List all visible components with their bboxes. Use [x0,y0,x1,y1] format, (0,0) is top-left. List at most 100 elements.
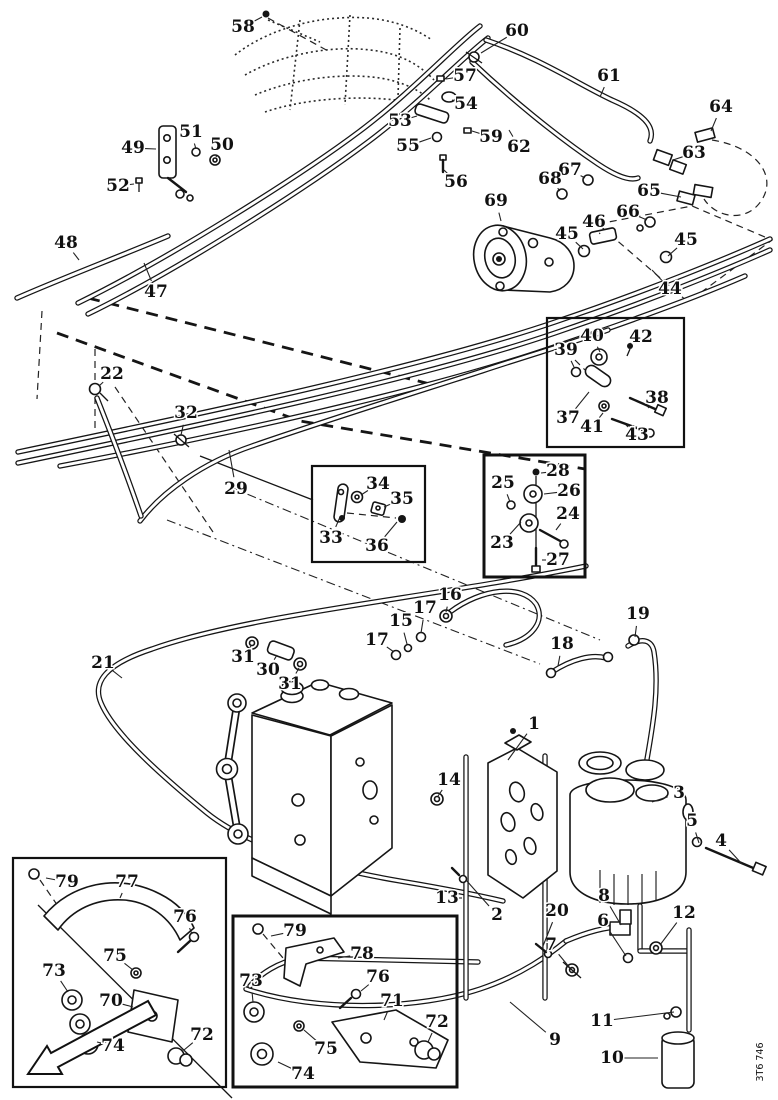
leader-line-38 [647,406,650,409]
callout-40: 40 [580,326,604,346]
link-54 [441,91,457,103]
elbow-8-stub [619,909,632,925]
bolt-76a [188,931,200,943]
leader-line-78 [337,955,351,959]
tube-46 [588,227,618,245]
leader-line-9 [509,1001,547,1033]
leader-line-17 [420,619,424,634]
leader-line-72 [183,1042,194,1051]
leader-line-52 [129,183,135,186]
leader-line-36 [384,521,398,538]
fittings [88,10,767,876]
elbow-18b [602,651,614,663]
nut-45a [577,244,591,258]
bracket-78 [283,937,345,987]
callout-38: 38 [645,388,669,408]
callout-22: 22 [100,364,124,384]
leader-line-20 [542,921,554,947]
leader-line-31 [295,667,300,674]
elbow-22 [88,382,102,396]
nut-68 [556,188,568,200]
callout-74: 74 [291,1064,315,1084]
nut-17b [390,649,402,661]
bolt-28 [532,468,540,476]
leader-line-73 [60,980,69,993]
callout-72: 72 [190,1025,214,1045]
callout-53: 53 [388,111,412,131]
callout-76: 76 [173,907,197,927]
leader-line-39 [570,360,575,368]
callout-66: 66 [616,202,640,222]
callout-73: 73 [42,961,66,981]
leader-line-77 [119,892,123,899]
valve-assembly-left [215,679,393,915]
bolt-43 [610,417,650,434]
leader-line-63 [672,156,683,161]
callout-78: 78 [350,944,374,964]
callout-36: 36 [365,536,389,556]
callout-71: 71 [380,991,404,1011]
leader-line-65 [660,192,682,198]
leader-line-22 [98,381,104,387]
bolt-4 [704,846,760,872]
figure-code: 3T6 746 [755,1042,766,1081]
leader-line-74 [96,1041,102,1044]
callout-17: 17 [365,630,389,650]
callout-6: 6 [597,911,609,931]
leader-line-21 [112,670,123,679]
leader-line-75 [303,1029,318,1042]
washer-39 [570,366,582,378]
bracket-37 [584,364,612,388]
leader-line-33 [335,516,341,528]
leader-line-45 [667,247,678,257]
mounting-bracket-1 [487,728,558,899]
leader-line-72 [427,1032,433,1043]
callout-47: 47 [144,282,168,302]
leader-line-69 [498,212,502,222]
strap-77 [43,882,195,941]
bolt-52 [135,177,143,184]
inset-box-b [545,316,686,449]
hose-64-end-b [692,183,714,199]
pump-69 [472,224,575,293]
callout-11: 11 [590,1011,614,1031]
hose-64-end-a [694,127,716,143]
leader-line-54 [451,99,455,102]
leader-line-58 [253,16,263,22]
leader-line-4 [728,849,743,865]
fitting-63 [652,148,674,167]
callout-77: 77 [115,872,139,892]
valve-assembly-right [569,751,694,905]
nut-67 [582,174,594,186]
callout-45: 45 [674,230,698,250]
leader-line-40 [596,346,601,353]
callout-21: 21 [91,653,115,673]
leader-line-7 [558,953,571,969]
callout-50: 50 [210,135,234,155]
callout-16: 16 [438,585,462,605]
leader-line-26 [543,491,558,495]
bolt-2 [458,874,468,884]
inset-box-c [482,453,587,579]
callout-60: 60 [505,21,529,41]
callout-79: 79 [55,872,79,892]
nut-17a [415,631,427,643]
callout-75: 75 [103,946,127,966]
leader-line-68 [557,187,561,192]
callout-68: 68 [538,169,562,189]
callout-62: 62 [507,137,531,157]
callout-54: 54 [454,94,478,114]
leader-line-48 [72,252,80,261]
tractor-sketch [234,14,435,113]
callout-32: 32 [174,403,198,423]
fitting-65 [676,190,696,206]
callout-58: 58 [231,17,255,37]
bolt-76b [350,988,362,1000]
bracket-53 [414,103,450,124]
leader-line-55 [419,137,432,143]
steel-lines-top [17,26,768,314]
callout-14: 14 [437,770,461,790]
leader-line-17 [386,646,395,653]
